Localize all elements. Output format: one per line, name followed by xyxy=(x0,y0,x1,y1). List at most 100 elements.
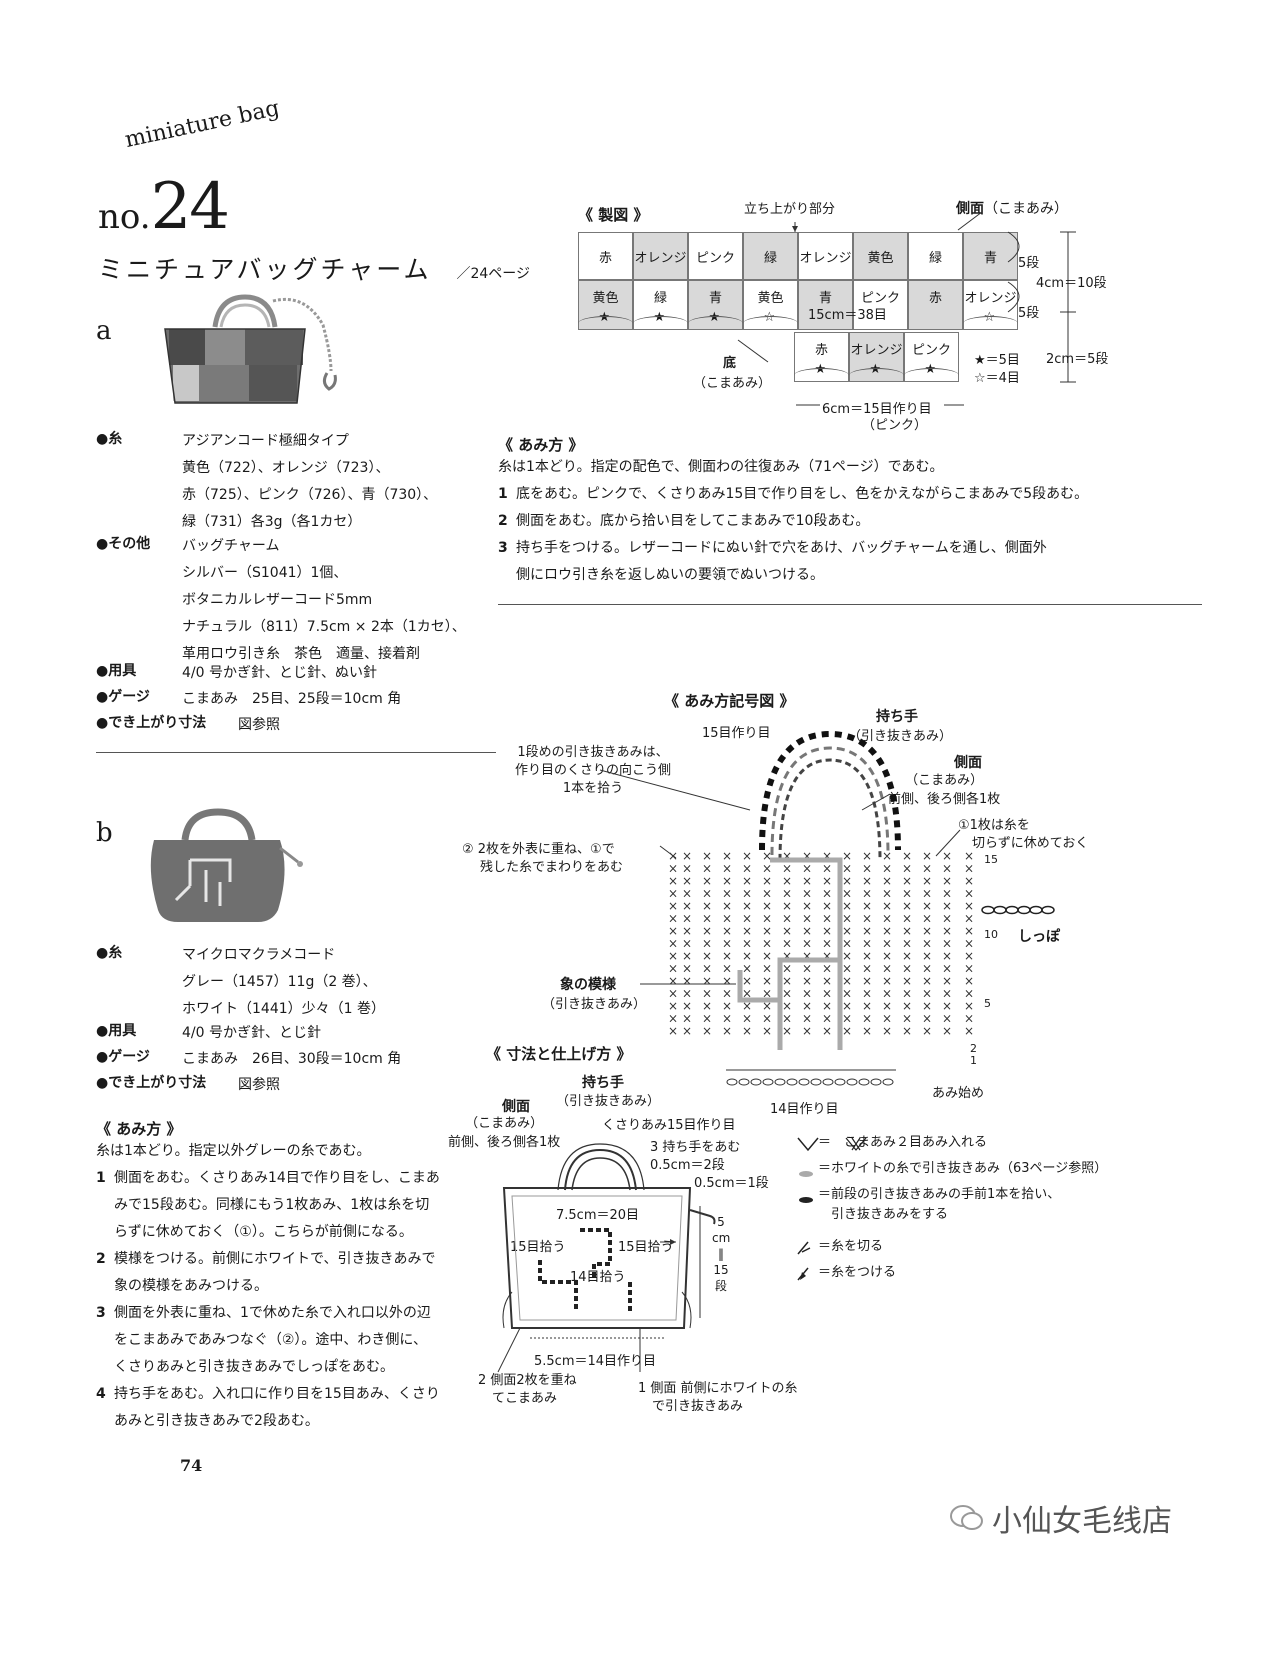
stitch-x: × xyxy=(762,849,772,863)
stitch-x: × xyxy=(802,887,812,901)
stitch-x: × xyxy=(702,849,712,863)
stitch-x: × xyxy=(782,912,792,926)
stitch-x: × xyxy=(722,924,732,938)
stitch-x: × xyxy=(682,949,692,963)
stitch-x: × xyxy=(742,899,752,913)
fin-h05b: 0.5cm＝1段 xyxy=(694,1176,769,1191)
stitch-x: × xyxy=(862,962,872,976)
stitch-x: × xyxy=(902,912,912,926)
edge-stitch-right: × xyxy=(964,887,974,901)
fin-pick14: 14目拾う xyxy=(570,1270,626,1285)
stitch-x: × xyxy=(842,912,852,926)
stitch-x: × xyxy=(702,962,712,976)
edge-stitch-right: × xyxy=(964,1024,974,1038)
stitch-x: × xyxy=(762,899,772,913)
stitch-x: × xyxy=(762,974,772,988)
tail-chain xyxy=(1017,905,1031,915)
pattern-number: no.24 xyxy=(98,170,230,244)
stitch-x: × xyxy=(702,874,712,888)
stitch-x: × xyxy=(882,949,892,963)
edge-stitch-left: × xyxy=(668,999,678,1013)
stitch-x: × xyxy=(762,912,772,926)
stitch-x: × xyxy=(942,962,952,976)
stitch-x: × xyxy=(722,849,732,863)
leader-note-cut xyxy=(935,829,961,857)
stitch-x: × xyxy=(802,899,812,913)
stitch-x: × xyxy=(902,1024,912,1038)
stitch-x: × xyxy=(862,899,872,913)
scallop-arc xyxy=(963,316,1018,331)
stitch-x: × xyxy=(702,974,712,988)
stitch-x: × xyxy=(782,862,792,876)
note1: 1段めの引き抜きあみは、 作り目のくさりの向こう側 1本を拾う xyxy=(515,745,672,796)
stitch-x: × xyxy=(682,924,692,938)
edge-stitch-left: × xyxy=(668,887,678,901)
stitch-x: × xyxy=(822,849,832,863)
stitch-x: × xyxy=(902,874,912,888)
edge-stitch-right: × xyxy=(964,924,974,938)
chain-stitch xyxy=(762,1078,774,1086)
stitch-x: × xyxy=(742,862,752,876)
stitch-x: × xyxy=(902,862,912,876)
stitch-x: × xyxy=(682,937,692,951)
stitch-x: × xyxy=(782,887,792,901)
divider-right xyxy=(498,604,1202,605)
stitch-x: × xyxy=(682,874,692,888)
symbol-chart-diagram: ××××××××××××××××××××××××××××××××××××××××… xyxy=(599,730,1055,1086)
grid-cell-r1-c6: 黄色 xyxy=(853,232,908,280)
chart-side-title: 側面 xyxy=(954,755,982,771)
materials-a: ●糸 アジアンコード極細タイプ 黄色（722）、オレンジ（723）、 赤（725… xyxy=(96,431,466,733)
stitch-x: × xyxy=(882,862,892,876)
chain-stitch xyxy=(810,1078,822,1086)
stitch-x: × xyxy=(722,987,732,1001)
legend-symbols xyxy=(797,1137,867,1281)
fin-pick15b: 15目拾う xyxy=(618,1240,674,1255)
stitch-x: × xyxy=(942,887,952,901)
stitch-x: × xyxy=(942,1024,952,1038)
chain-stitch xyxy=(774,1078,786,1086)
stitch-x: × xyxy=(902,974,912,988)
grid-cell-r1-c8: 青 xyxy=(963,232,1018,280)
stitch-x: × xyxy=(822,912,832,926)
scallop-arc xyxy=(633,316,688,331)
stitch-x: × xyxy=(722,862,732,876)
bag-b-photo xyxy=(150,808,303,922)
series-label: miniature bag xyxy=(122,95,282,153)
fin-step3: 3 持ち手をあむ xyxy=(650,1140,741,1155)
stitch-x: × xyxy=(722,1024,732,1038)
fin-vert: 5 cm ‖ 15 段 xyxy=(712,1215,731,1293)
fin-note2: 2 側面2枚を重ね てこまあみ xyxy=(478,1373,577,1406)
handle-arch-inner xyxy=(778,758,882,861)
stitch-x: × xyxy=(842,999,852,1013)
edge-stitch-right: × xyxy=(964,912,974,926)
fin-note1: 1 側面 前側にホワイトの糸 で引き抜きあみ xyxy=(638,1381,798,1414)
stitch-x: × xyxy=(702,1012,712,1026)
stitch-x: × xyxy=(842,1024,852,1038)
bag-a-photo xyxy=(164,294,337,404)
finishing-title: 《 寸法と仕上げ方 》 xyxy=(486,1045,632,1063)
chain-stitch xyxy=(858,1078,870,1086)
stitch-x: × xyxy=(882,999,892,1013)
stitch-x: × xyxy=(942,974,952,988)
row-2: 2 xyxy=(970,1042,977,1055)
stitch-x: × xyxy=(762,862,772,876)
stitch-x: × xyxy=(782,924,792,938)
stitch-x: × xyxy=(882,962,892,976)
symbol-chart-title: 《 あみ方記号図 》 xyxy=(664,692,795,710)
stitch-x: × xyxy=(682,899,692,913)
stitch-x: × xyxy=(922,1024,932,1038)
seizu-lines xyxy=(737,211,1076,406)
edge-stitch-left: × xyxy=(668,937,678,951)
stitch-x: × xyxy=(842,874,852,888)
stitch-x: × xyxy=(742,849,752,863)
fin-chain15: くさりあみ15目作り目 xyxy=(602,1118,736,1133)
stitch-x: × xyxy=(742,1012,752,1026)
stitch-x: × xyxy=(882,924,892,938)
note2: ② 2枚を外表に重ね、①で 残した糸でまわりをあむ xyxy=(462,842,624,875)
stitch-x: × xyxy=(742,924,752,938)
stitch-x: × xyxy=(742,1024,752,1038)
stitch-x: × xyxy=(722,887,732,901)
star-legend-open: ☆＝4目 xyxy=(974,371,1020,386)
seizu-dan5a: 5段 xyxy=(1018,256,1040,271)
